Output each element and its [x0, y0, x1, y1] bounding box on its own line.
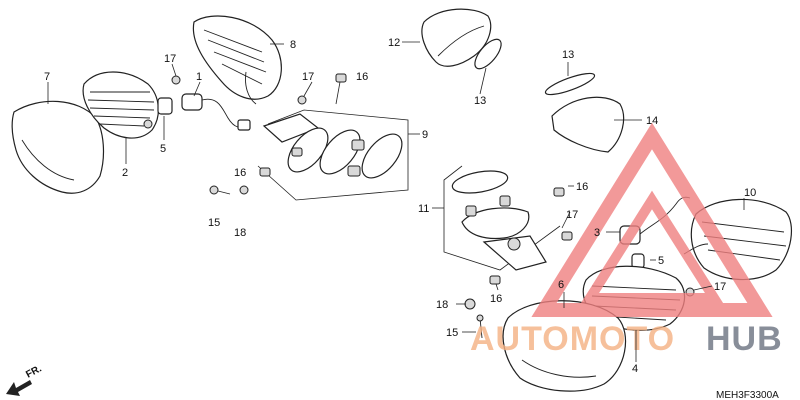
part-13-seal-a — [474, 38, 502, 70]
part-8-housing — [192, 15, 282, 105]
part-18-washer — [239, 185, 249, 195]
callout-15-b: 15 — [446, 327, 458, 339]
callout-11: 10 — [744, 187, 756, 199]
part-5-socket — [157, 97, 173, 115]
leader-lines — [47, 41, 745, 362]
callout-15-a: 15 — [208, 217, 220, 229]
callout-16-b: 16 — [234, 167, 246, 179]
callout-18-a: 18 — [234, 227, 246, 239]
part-13-seal-b — [544, 72, 596, 96]
callout-14: 14 — [646, 115, 658, 127]
part-1-harness — [181, 93, 251, 131]
part-17-screw — [171, 63, 181, 85]
callout-13-a: 13 — [474, 95, 486, 107]
part-12-cap — [421, 8, 492, 67]
part-17-bolt — [297, 95, 307, 105]
part-2-winker-body — [82, 71, 159, 139]
callout-4: 4 — [632, 363, 638, 375]
part-15-bolt-right — [476, 314, 484, 339]
part-16-screw — [335, 73, 347, 105]
callout-5-b: 5 — [658, 255, 664, 267]
callout-8: 8 — [290, 39, 296, 51]
part-6-lens-cover — [11, 100, 105, 194]
part-7-bracket-set — [257, 109, 409, 201]
direction-label: FR. — [24, 363, 44, 380]
callout-16-a: 16 — [356, 71, 368, 83]
part-10-bracket-set — [443, 165, 573, 285]
callout-3: 3 — [594, 227, 600, 239]
callouts: 7 2 5 17 1 8 17 16 9 16 15 18 12 13 13 1… — [44, 37, 756, 375]
callout-18-b: 18 — [436, 299, 448, 311]
callout-7: 9 — [422, 129, 428, 141]
callout-10: 11 — [418, 203, 429, 215]
callout-16-c: 16 — [576, 181, 588, 193]
part-9-lens-cover — [502, 300, 627, 392]
part-18-washer-right — [464, 298, 476, 310]
callout-17-b: 17 — [302, 71, 314, 83]
callout-6: 7 — [44, 71, 50, 83]
part-11-housing — [683, 198, 793, 281]
callout-2: 2 — [122, 167, 128, 179]
watermark: AUTOMOTO HUB — [470, 122, 783, 358]
part-14-cap — [551, 96, 625, 153]
callout-13-b: 13 — [562, 49, 574, 61]
diagram-code: MEH3F3300A — [716, 390, 779, 400]
part-16-screw-lower — [259, 167, 271, 177]
callout-5: 5 — [160, 143, 166, 155]
watermark-text-part1: AUTOMOTO — [470, 320, 675, 358]
callout-17-d: 17 — [714, 281, 726, 293]
front-direction-arrow: FR. — [6, 363, 44, 396]
watermark-text-part2: HUB — [706, 320, 783, 358]
callout-1: 1 — [196, 71, 202, 83]
callout-16-d: 16 — [490, 293, 502, 305]
callout-9: 6 — [558, 279, 564, 291]
part-15-bolt — [209, 185, 231, 195]
callout-17-c: 17 — [566, 209, 578, 221]
callout-17-a: 17 — [164, 53, 176, 65]
callout-12: 12 — [388, 37, 400, 49]
